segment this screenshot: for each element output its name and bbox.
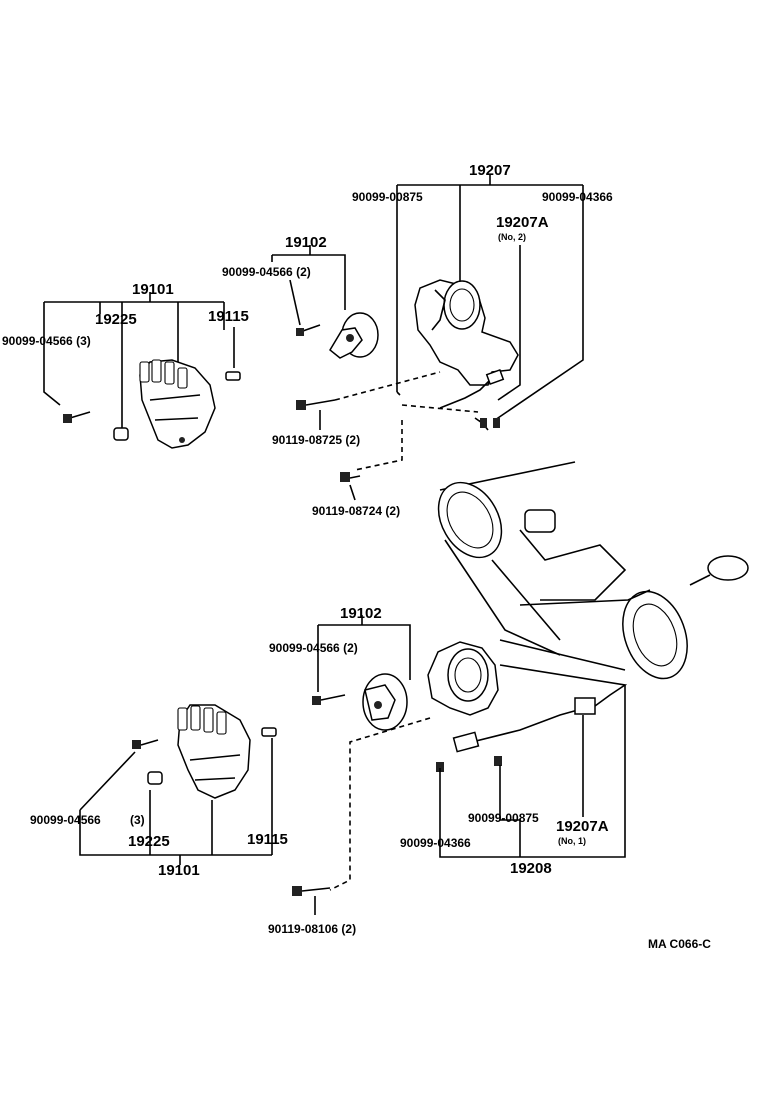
- label-19207a-no2: 19207A: [496, 214, 549, 231]
- leader-rotor-screw-top: [289, 279, 301, 326]
- bottom-assembly-group: [79, 615, 628, 915]
- leader-19101-bottom: [79, 738, 273, 865]
- label-19102-top: 19102: [285, 234, 327, 251]
- label-cap-screw-bottom: 90099-04566: [30, 813, 101, 827]
- leader-19208: [439, 685, 626, 858]
- label-19225-top: 19225: [95, 311, 137, 328]
- label-top-bolt-right: 90099-04366: [542, 190, 613, 204]
- sensor-19207a-no2: [439, 368, 505, 431]
- label-19115-top: 19115: [208, 308, 249, 325]
- label-bottom-bolt-right: 90099-00875: [468, 811, 539, 825]
- rotor-19102-top: [329, 312, 379, 359]
- distributor-cap-top: [139, 359, 216, 449]
- label-19207a-no1: 19207A: [556, 818, 609, 835]
- dashed-bolt-b: [354, 420, 403, 471]
- diagram-code: MA C066-C: [648, 937, 711, 951]
- label-19101-bottom: 19101: [158, 862, 200, 879]
- housing-bolt-b: [340, 472, 361, 501]
- cap-part-19225-bottom: [147, 771, 163, 785]
- label-top-bolt-left: 90099-00875: [352, 190, 423, 204]
- label-19207a-no2-sub: (No, 2): [498, 232, 526, 242]
- label-19207a-no1-sub: (No, 1): [558, 836, 586, 846]
- label-housing-bolt-bottom: 90119-08106 (2): [268, 922, 356, 936]
- label-bottom-bolt-left: 90099-04366: [400, 836, 471, 850]
- screw-rotor-top: [296, 324, 321, 336]
- label-19102-bottom: 19102: [340, 605, 382, 622]
- cap-pin-bottom: [261, 727, 277, 737]
- leader-19207: [396, 175, 584, 421]
- label-cap-screw-bottom-qty: (3): [130, 813, 145, 827]
- distributor-cap-bottom: [177, 704, 251, 799]
- dashed-bolt-top: [334, 371, 441, 401]
- label-housing-bolt-b: 90119-08724 (2): [312, 504, 400, 518]
- housing-bolt-bottom: [292, 886, 331, 915]
- sensor-19207a-no1: [436, 664, 628, 772]
- leader-19101-top: [43, 292, 235, 430]
- cap-screw-top: [63, 411, 91, 423]
- label-housing-bolt-top: 90119-08725 (2): [272, 433, 360, 447]
- labels: 19207 90099-00875 90099-04366 19207A (No…: [2, 162, 711, 951]
- housing-bolt-top: [296, 399, 336, 410]
- distributor-housing-bottom: [427, 641, 499, 716]
- label-19101-top: 19101: [132, 281, 174, 298]
- dashed-bolt-bottom: [329, 717, 431, 891]
- label-19115-bottom: 19115: [247, 831, 288, 848]
- rotor-19102-bottom: [362, 673, 408, 731]
- cap-screw-bottom: [132, 739, 159, 749]
- leader-19102-bottom: [317, 615, 411, 692]
- dashed-leader-19207: [396, 391, 479, 413]
- engine-sketch: [437, 461, 749, 680]
- label-19208: 19208: [510, 860, 552, 877]
- label-19225-bottom: 19225: [128, 833, 170, 850]
- cap-part-19225-top: [113, 427, 129, 441]
- distributor-housing-top: [414, 279, 519, 386]
- label-rotor-screw-bottom: 90099-04566 (2): [269, 641, 358, 655]
- cap-pin-top: [225, 371, 241, 381]
- leader-19102-top: [271, 245, 346, 310]
- label-19207: 19207: [469, 162, 511, 179]
- top-assembly-group: [43, 175, 584, 501]
- label-rotor-screw-top: 90099-04566 (2): [222, 265, 311, 279]
- screw-rotor-bottom: [312, 694, 346, 705]
- label-cap-screw-top: 90099-04566 (3): [2, 334, 91, 348]
